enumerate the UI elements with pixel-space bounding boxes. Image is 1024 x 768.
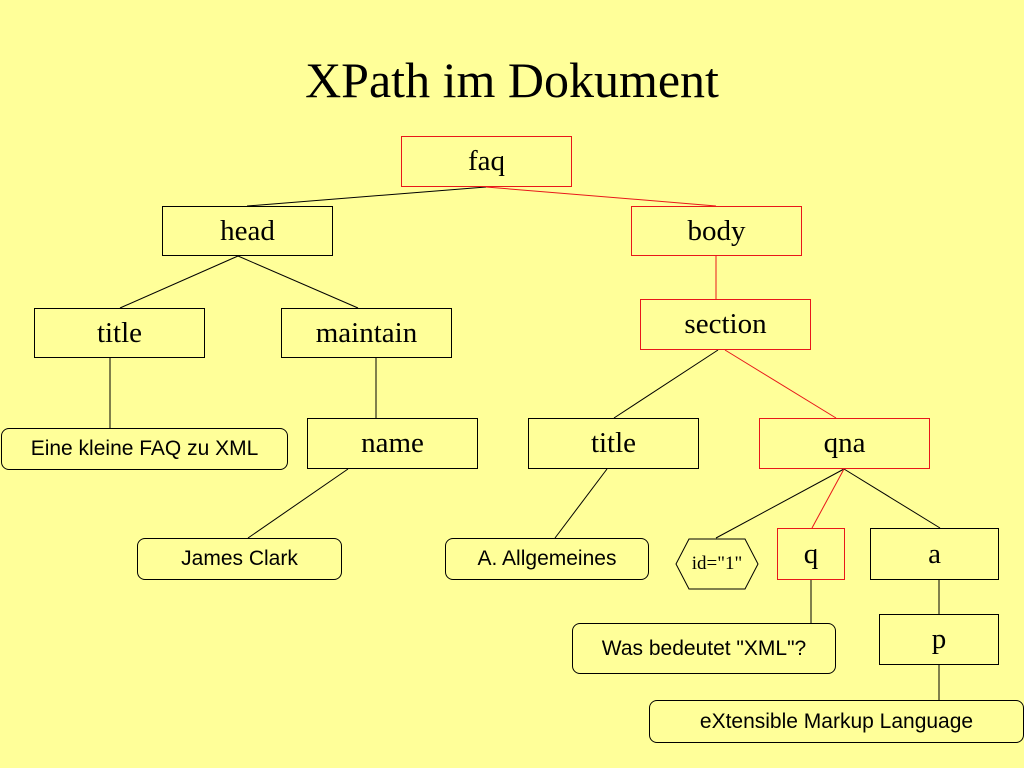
slide-title: XPath im Dokument xyxy=(305,52,719,108)
edge-head-maintain xyxy=(237,255,359,309)
node-qna: qna xyxy=(759,418,930,469)
node-title: title xyxy=(34,308,205,358)
text-node-was-bedeutet: Was bedeutet "XML"? xyxy=(572,623,836,674)
node-maintain: maintain xyxy=(281,308,452,358)
node-name: name xyxy=(307,418,478,469)
text-node-james-clark: James Clark xyxy=(137,538,342,580)
hexagon-shape xyxy=(675,538,759,590)
node-p: p xyxy=(879,614,999,665)
node-q: q xyxy=(777,528,845,580)
edge-faq-head xyxy=(246,186,487,207)
node-section-title: title xyxy=(528,418,699,469)
text-node-faq-title: Eine kleine FAQ zu XML xyxy=(1,428,288,470)
edge-faq-body xyxy=(485,186,717,207)
attribute-label: id="1" xyxy=(691,553,743,574)
edge-section-title xyxy=(613,349,719,419)
attribute-node: id="1" xyxy=(675,538,759,590)
edge-qna-attr xyxy=(715,468,845,539)
node-body: body xyxy=(631,206,802,256)
edge-section-qna xyxy=(724,349,837,419)
edge-title-allgemeines xyxy=(554,468,608,539)
edge-qna-a xyxy=(843,468,941,529)
node-a: a xyxy=(870,528,999,580)
edge-head-title xyxy=(119,255,239,309)
node-section: section xyxy=(640,299,811,350)
edge-name-james xyxy=(247,468,349,539)
edge-qna-q xyxy=(811,468,845,529)
text-node-extensible: eXtensible Markup Language xyxy=(649,700,1024,743)
node-head: head xyxy=(162,206,333,256)
node-faq: faq xyxy=(401,136,572,187)
text-node-allgemeines: A. Allgemeines xyxy=(445,538,649,580)
